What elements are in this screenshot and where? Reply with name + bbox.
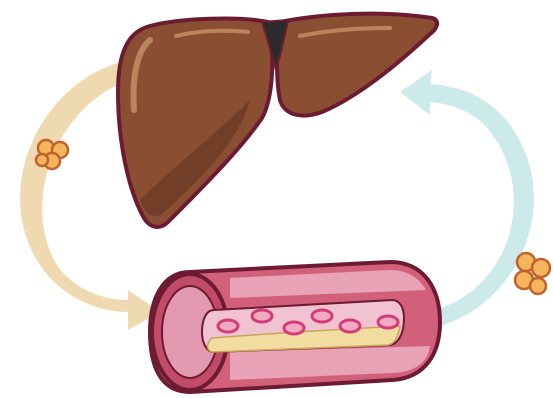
particle [532,259,550,277]
blood-cell [218,320,238,332]
blood-cell [284,322,304,334]
blood-cell [312,310,332,322]
particle [36,154,48,166]
blood-cell [252,310,272,322]
artery-cross-section-icon [150,262,440,392]
lipid-cluster-icon-right [515,253,550,294]
blood-cell [340,320,360,332]
particle [530,278,546,294]
lipid-cluster-icon-left [36,140,68,169]
liver-icon [118,14,437,227]
blood-cell [378,316,398,328]
